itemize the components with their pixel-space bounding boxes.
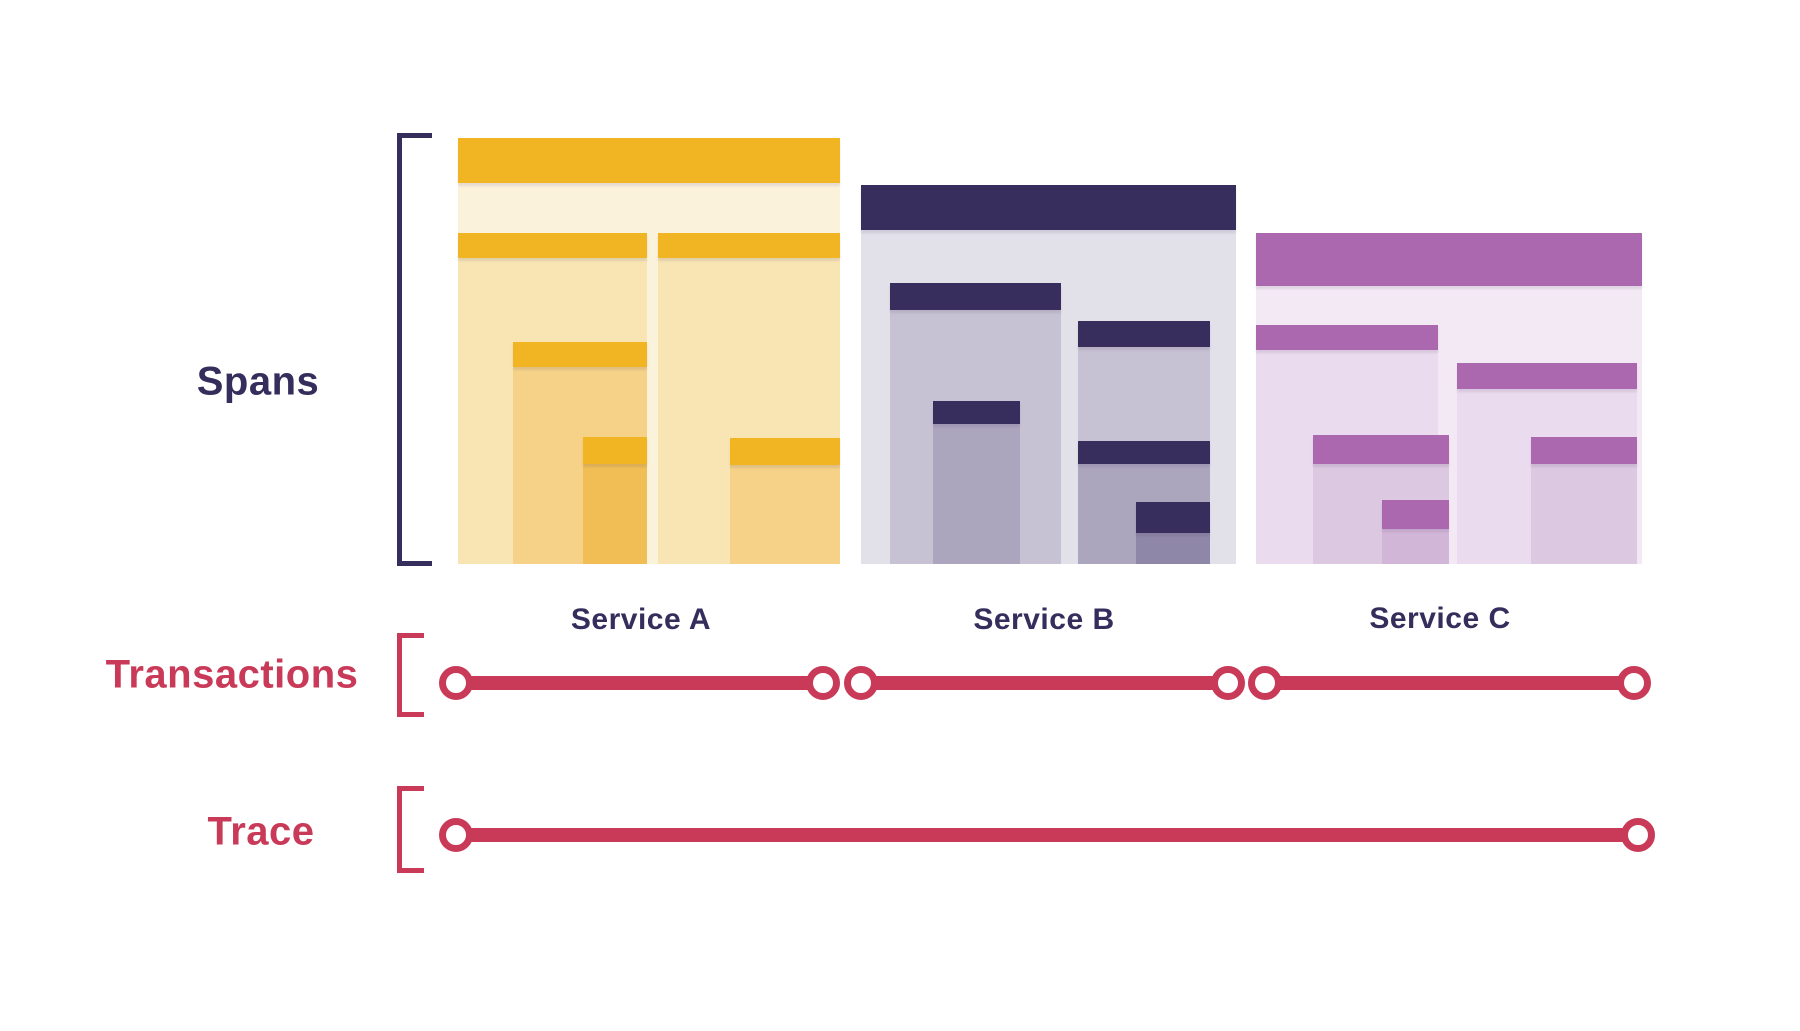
trace-bracket xyxy=(397,786,424,873)
transaction-line xyxy=(1265,676,1634,690)
span-header xyxy=(1136,502,1210,533)
span-header xyxy=(890,283,1061,310)
service-label: Service A xyxy=(570,603,712,636)
span-header xyxy=(1531,437,1637,464)
transaction-line xyxy=(456,676,823,690)
span-header xyxy=(1457,363,1637,389)
span-header xyxy=(1256,233,1642,286)
transaction-endpoint xyxy=(439,666,473,700)
transaction-endpoint xyxy=(1617,666,1651,700)
transaction-endpoint xyxy=(806,666,840,700)
span-body xyxy=(933,401,1020,564)
span-header xyxy=(583,437,647,464)
span-header xyxy=(933,401,1020,424)
span-header xyxy=(458,138,840,183)
trace-line xyxy=(456,828,1638,842)
span-header xyxy=(1382,500,1449,529)
transaction-endpoint xyxy=(1211,666,1245,700)
spans-row-label: Spans xyxy=(196,359,320,404)
trace-endpoint xyxy=(1621,818,1655,852)
trace-row-label: Trace xyxy=(207,809,315,854)
span-header xyxy=(513,342,647,367)
trace-endpoint xyxy=(439,818,473,852)
span-header xyxy=(458,233,647,258)
span-header xyxy=(1256,325,1438,350)
transaction-line xyxy=(861,676,1228,690)
transactions-row-label: Transactions xyxy=(105,652,359,697)
spans-bracket xyxy=(397,133,432,566)
span-header xyxy=(861,185,1236,230)
span-header xyxy=(658,233,840,258)
span-header xyxy=(1313,435,1449,464)
service-label: Service B xyxy=(973,603,1115,636)
transactions-bracket xyxy=(397,633,424,717)
span-header xyxy=(1078,441,1210,464)
transaction-endpoint xyxy=(844,666,878,700)
transaction-endpoint xyxy=(1248,666,1282,700)
service-label: Service C xyxy=(1369,602,1511,635)
span-header xyxy=(1078,321,1210,347)
span-header xyxy=(730,438,840,465)
